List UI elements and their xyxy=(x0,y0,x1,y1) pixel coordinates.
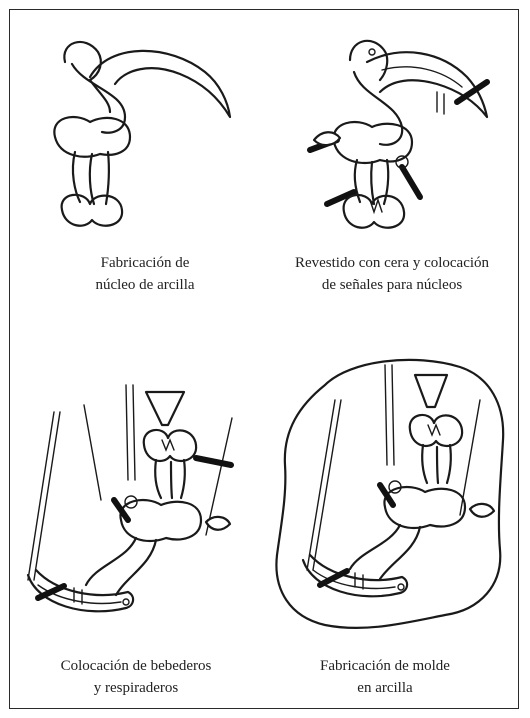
step-3-panel: Colocación de bebederos y respiraderos xyxy=(16,370,266,705)
step-4-caption-line-2: en arcilla xyxy=(265,677,505,699)
step-3-caption: Colocación de bebederos y respiraderos xyxy=(16,655,256,699)
step-3-caption-line-2: y respiraderos xyxy=(16,677,256,699)
step-3-caption-line-1: Colocación de bebederos xyxy=(16,655,256,677)
figure-frame: Fabricación de núcleo de arcilla xyxy=(9,9,519,709)
clay-mold-icon xyxy=(265,345,515,640)
sprues-and-vents-icon xyxy=(16,370,266,635)
wax-coated-sculpture-icon xyxy=(272,22,512,232)
step-2-panel: Revestido con cera y colocación de señal… xyxy=(272,22,512,322)
step-4-panel: Fabricación de molde en arcilla xyxy=(265,345,515,705)
step-2-caption-line-2: de señales para núcleos xyxy=(272,274,512,296)
clay-core-sculpture-icon xyxy=(30,22,260,232)
step-4-caption-line-1: Fabricación de molde xyxy=(265,655,505,677)
step-4-caption: Fabricación de molde en arcilla xyxy=(265,655,505,699)
step-2-caption-line-1: Revestido con cera y colocación xyxy=(272,252,512,274)
step-1-caption-line-1: Fabricación de xyxy=(25,252,265,274)
step-1-caption: Fabricación de núcleo de arcilla xyxy=(25,252,265,296)
step-2-caption: Revestido con cera y colocación de señal… xyxy=(272,252,512,296)
step-1-caption-line-2: núcleo de arcilla xyxy=(25,274,265,296)
step-1-panel: Fabricación de núcleo de arcilla xyxy=(30,22,260,322)
